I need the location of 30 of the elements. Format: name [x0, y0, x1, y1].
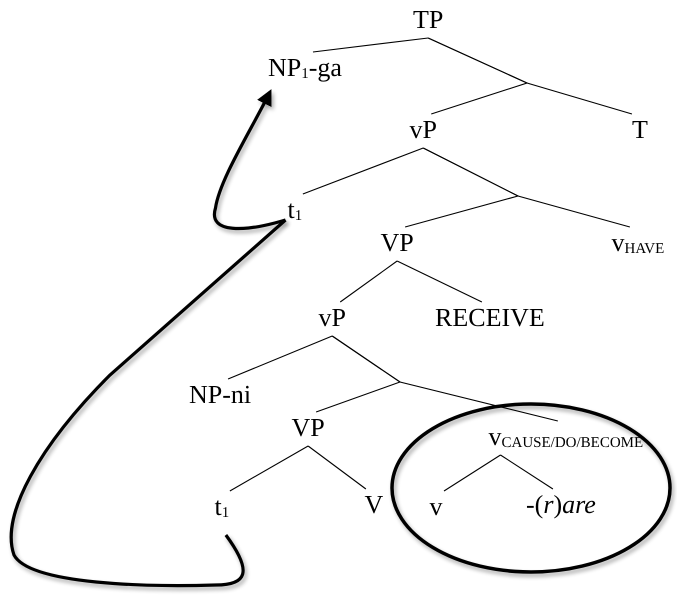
tree-label: t$_{1}$ — [214, 493, 230, 521]
tree-branch — [396, 260, 482, 302]
circled-region — [390, 402, 672, 574]
tree-label: NP$_{1}$-ga — [268, 54, 342, 82]
tree-branch — [228, 336, 332, 380]
tree-branch — [308, 446, 366, 490]
tree-branch — [422, 148, 630, 228]
tree-branch — [340, 260, 398, 302]
tree-branch — [500, 454, 554, 490]
tree-label: v$_{CAUSE/DO/BECOME}$ — [488, 423, 644, 451]
tree-label: -(r)are — [526, 491, 596, 519]
movement-arrow — [212, 89, 286, 230]
tree-label: TP — [413, 6, 444, 34]
tree-label: VP — [292, 414, 325, 442]
tree-branch — [302, 147, 424, 195]
tree-label: RECEIVE — [435, 304, 545, 332]
tree-branch — [230, 446, 308, 492]
tree-label: v$_{HAVE}$ — [612, 229, 664, 257]
tree-branch — [428, 38, 632, 115]
tree-branch — [444, 454, 501, 492]
tree-label: VP — [380, 229, 414, 257]
tree-label: T — [632, 116, 648, 144]
tree-branch — [332, 336, 558, 422]
tree-branch — [312, 37, 428, 53]
tree-label: v — [430, 493, 442, 521]
tree-label: vP — [318, 304, 346, 332]
tree-label: t$_{1}$ — [288, 196, 302, 224]
tree-label: V — [364, 491, 384, 519]
tree-label: NP-ni — [189, 381, 252, 409]
tree-label: vP — [410, 116, 437, 144]
